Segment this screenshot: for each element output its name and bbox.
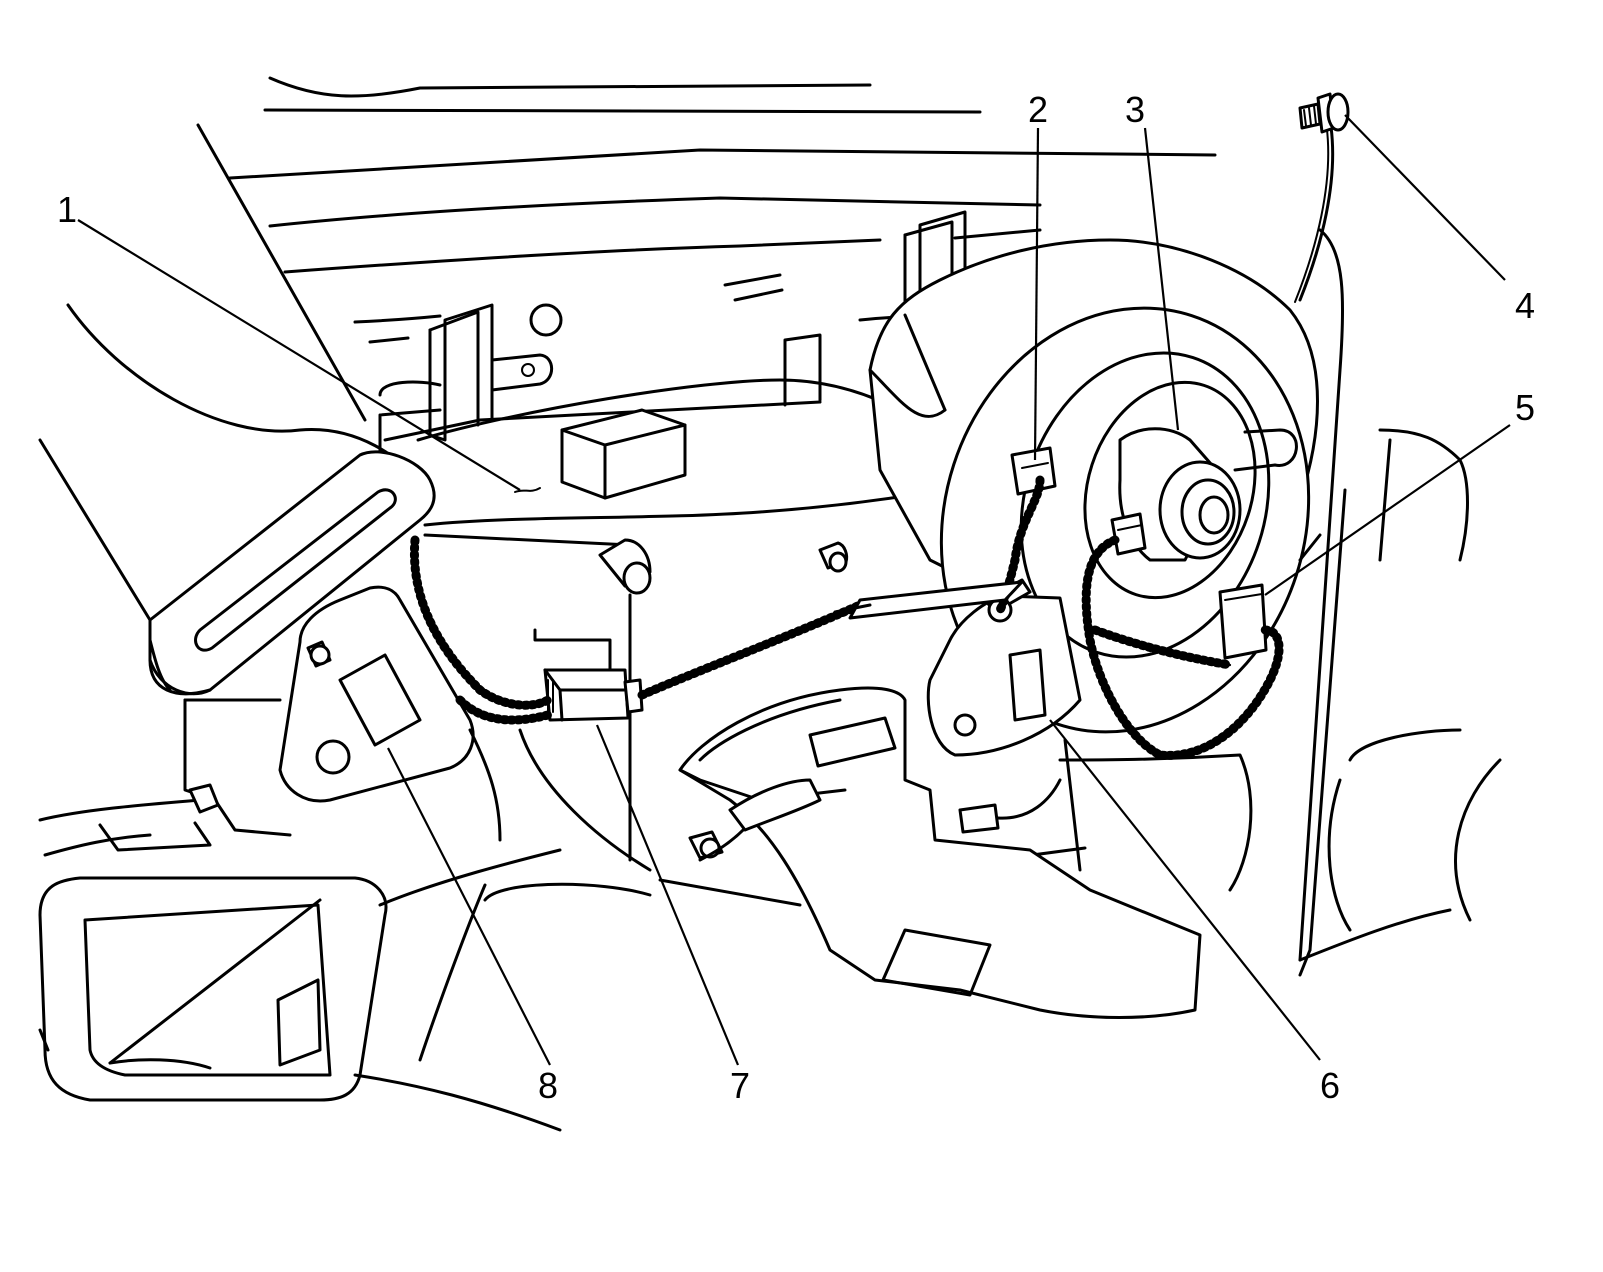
leader-7 <box>595 724 740 1066</box>
leader-8 <box>387 747 551 1066</box>
ground-wire <box>1294 118 1335 303</box>
wiring-harness <box>409 475 1284 760</box>
ground-bolt <box>1298 92 1350 134</box>
lower-outlet-duct <box>678 686 1202 1019</box>
mounting-channel-left <box>428 303 554 442</box>
left-air-duct <box>38 303 436 696</box>
leader-3 <box>1143 127 1180 431</box>
callout-5: 5 <box>1515 387 1535 428</box>
leader-1 <box>77 219 521 491</box>
leader-5 <box>1264 424 1511 596</box>
callout-6: 6 <box>1320 1065 1340 1106</box>
callout-1: 1 <box>57 189 77 230</box>
leader-4 <box>1344 114 1506 281</box>
callout-4: 4 <box>1515 285 1535 326</box>
blower-motor-control-module <box>183 585 502 842</box>
right-body-panel <box>1298 228 1502 977</box>
callout-labels: 1 2 3 4 5 6 7 8 <box>57 89 1535 1106</box>
leader-2 <box>1033 127 1040 461</box>
callout-2: 2 <box>1028 89 1048 130</box>
callout-3: 3 <box>1125 89 1145 130</box>
callout-leaders <box>77 114 1511 1066</box>
dash-panel-background <box>196 76 1217 457</box>
callout-8: 8 <box>538 1065 558 1106</box>
blower-motor-assembly <box>868 238 1319 892</box>
harness-connector <box>543 668 644 722</box>
lower-left-duct <box>38 798 562 1132</box>
callout-7: 7 <box>730 1065 750 1106</box>
leader-6 <box>1049 719 1321 1061</box>
